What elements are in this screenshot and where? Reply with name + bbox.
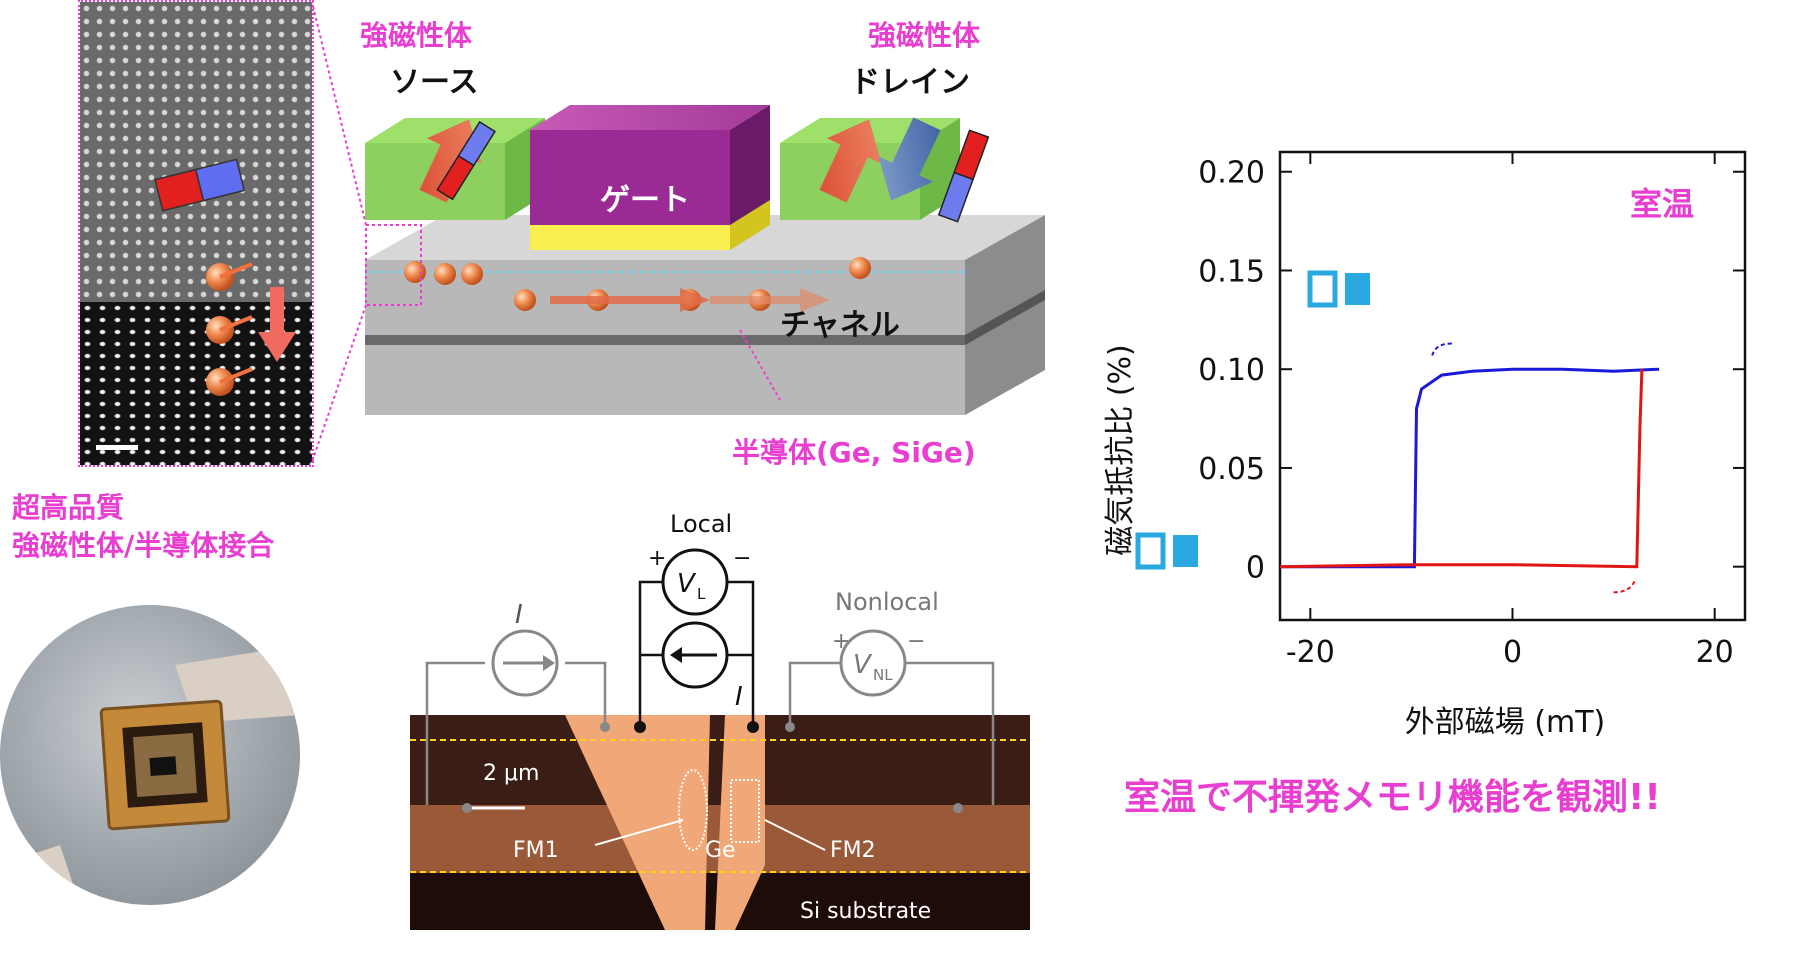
vl-sub: L (697, 585, 706, 603)
y-axis-label: 磁気抵抗比 (%) (1103, 344, 1138, 555)
spin-down-arrow-icon (258, 287, 296, 362)
local-label: Local (670, 510, 732, 538)
tem-overlay (96, 158, 296, 450)
spin-electron-icon (206, 262, 253, 396)
nonlocal-label: Nonlocal (835, 588, 939, 616)
fm1-label: FM1 (513, 838, 559, 863)
channel-label: チャネル (780, 308, 900, 343)
x-tick-label: -20 (1286, 635, 1335, 670)
chart-marks: 0 0.05 0.10 0.15 0.20 -20 0 20 (1198, 150, 1747, 670)
scale-label: 2 μm (483, 761, 539, 786)
parallel-spin-icon (1135, 532, 1198, 570)
vnl-label: V (853, 650, 873, 680)
substrate-label: Si substrate (800, 899, 931, 924)
room-temp-label: 室温 (1630, 185, 1694, 223)
spin-electron-icon (404, 257, 871, 312)
y-tick-label: 0.05 (1198, 452, 1265, 487)
drain-label-top: 強磁性体 (868, 19, 981, 52)
scale-bar (96, 445, 138, 450)
minus-sign-nl: − (907, 629, 925, 654)
current-label-2: I (735, 682, 743, 712)
local-voltmeter-icon (661, 548, 729, 616)
x-axis-label: 外部磁場 (mT) (1405, 705, 1606, 740)
plus-sign: + (648, 546, 666, 571)
source-label-top: 強磁性体 (360, 19, 473, 52)
tem-caption-1: 超高品質 (12, 491, 125, 524)
y-tick-label: 0.10 (1198, 353, 1265, 388)
gate-label: ゲート (600, 183, 690, 218)
semiconductor-label: 半導体(Ge, SiGe) (732, 436, 976, 469)
sweep-arrow-red (1613, 578, 1637, 594)
y-tick-label: 0 (1246, 551, 1265, 586)
tem-caption-2: 強磁性体/半導体接合 (12, 529, 275, 562)
vl-label: V (677, 569, 697, 599)
fm2-label: FM2 (830, 838, 876, 863)
sweep-arrow-blue (1430, 342, 1452, 358)
y-tick-label: 0.15 (1198, 254, 1265, 289)
series-line-2 (1279, 369, 1644, 569)
source-label: ソース (390, 65, 479, 100)
bar-magnet-icon (154, 158, 246, 212)
current-label: I (515, 600, 523, 630)
vnl-sub: NL (873, 666, 893, 684)
tem-ferromagnet-lattice (80, 2, 312, 302)
y-tick-label: 0.20 (1198, 156, 1265, 191)
x-tick-label: 20 (1696, 635, 1734, 670)
series-line-1 (1280, 367, 1660, 569)
conclusion-text: 室温で不揮発メモリ機能を観測!! (1124, 777, 1661, 818)
nonlocal-voltmeter-icon (839, 629, 907, 697)
chip-photo (0, 605, 300, 905)
plus-sign-nl: + (832, 629, 850, 654)
mr-chart: 0 0.05 0.10 0.15 0.20 -20 0 20 室温 外部磁場 (mT) 磁気抵… (1103, 150, 1747, 740)
drain-label: ドレイン (850, 65, 970, 100)
device-schematic: 強磁性体 ソース 強磁性体 ドレイン ゲート チャネル 半導体(Ge, SiGe… (311, 1, 1045, 469)
antiparallel-spin-icon (1307, 270, 1370, 308)
x-tick-label: 0 (1503, 635, 1522, 670)
chart-deco (1135, 270, 1370, 570)
circuit-diagram: Local Nonlocal I I V L V NL + − + − 2 μm… (410, 510, 1030, 930)
minus-sign: − (733, 546, 751, 571)
ge-label: Ge (705, 838, 736, 863)
tem-image (78, 0, 314, 467)
